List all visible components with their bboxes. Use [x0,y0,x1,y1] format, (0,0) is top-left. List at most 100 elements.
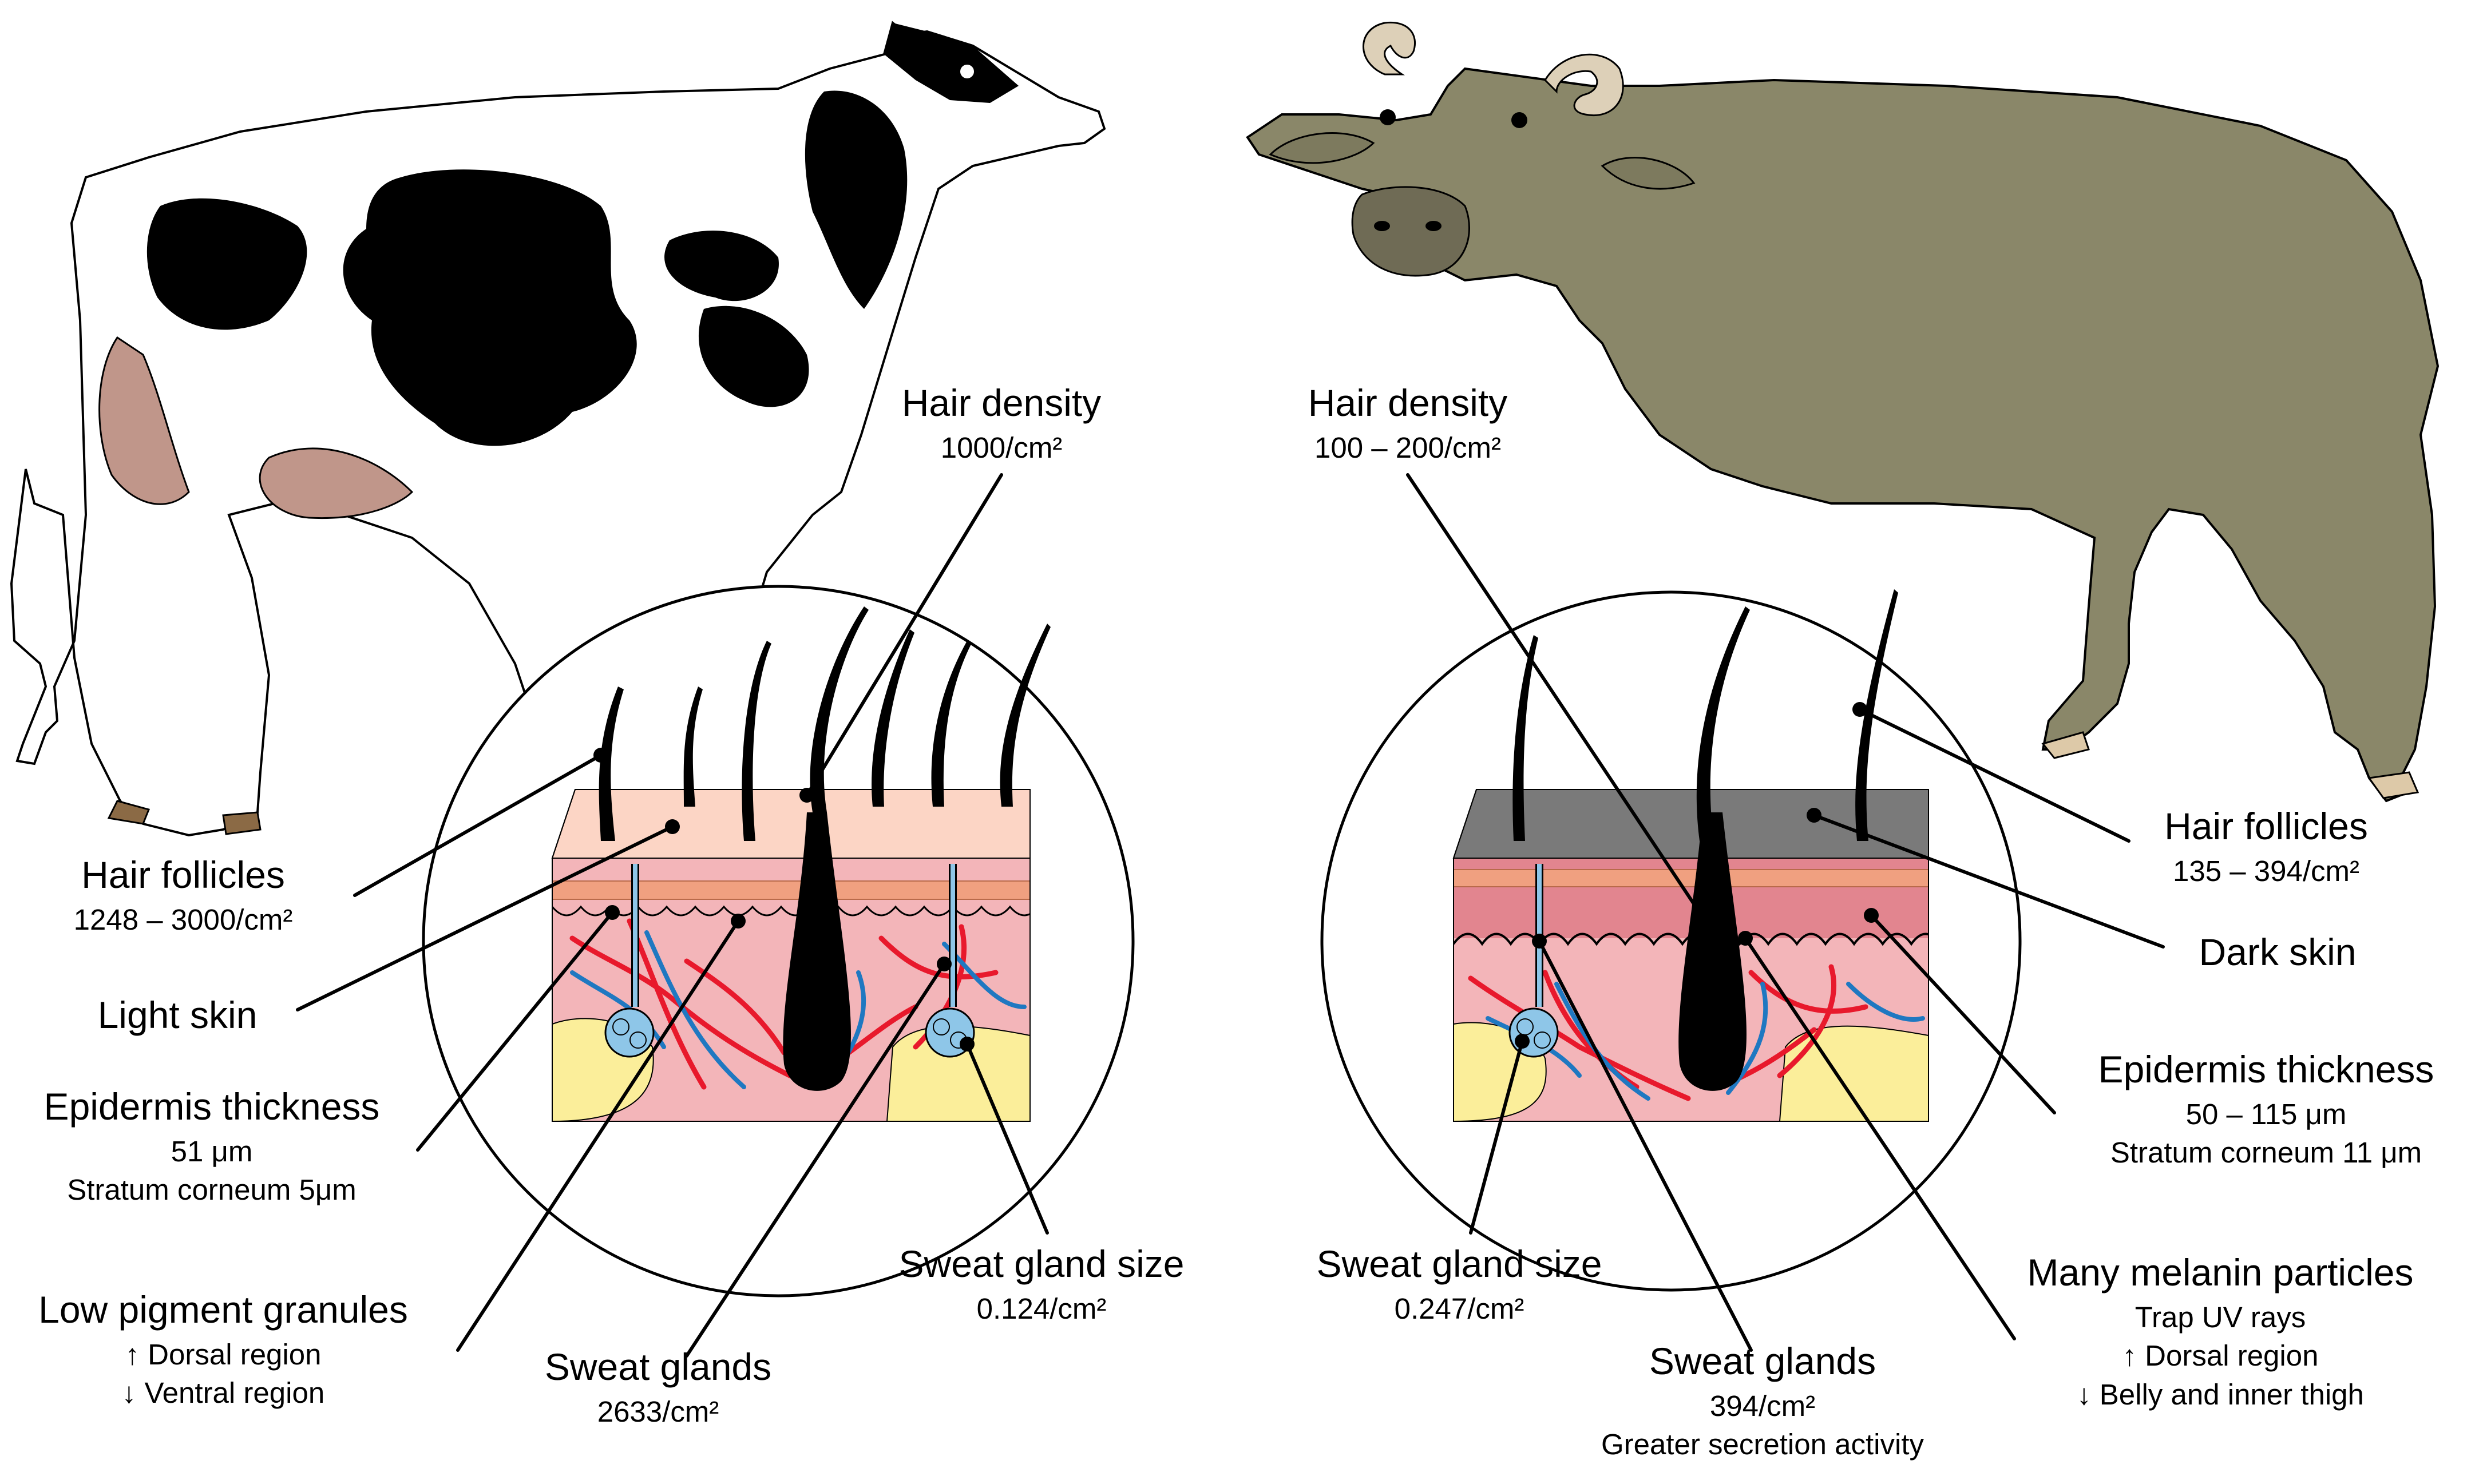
cow-spot-3 [664,231,779,301]
label-buffalo-sweat-glands: Sweat glands 394/cm² Greater secretion a… [1539,1339,1986,1462]
buffalo-epidermis-value: 50 – 115 μm [2185,1098,2347,1131]
leader-buffalo-hair-density [1406,473,1701,914]
label-buffalo-dark-skin: Dark skin [2163,930,2392,975]
buffalo-nostril-left [1374,221,1390,231]
cow-udder [98,336,190,505]
buffalo-horn-right [1544,53,1624,116]
buffalo-hair-density-value: 100 – 200/cm² [1314,431,1502,465]
cow-light-skin-title: Light skin [97,994,258,1036]
cow-sweat-glands-title: Sweat glands [544,1346,772,1388]
leader-buffalo-sweat-glands [1538,939,1753,1352]
cow-spot-2 [343,169,637,446]
buffalo-epidermis-title: Epidermis thickness [2098,1048,2434,1090]
label-buffalo-hair-follicles: Hair follicles 135 – 394/cm² [2129,804,2403,888]
buffalo-sweat-gland-size-value: 0.247/cm² [1394,1292,1524,1326]
label-buffalo-hair-density: Hair density 100 – 200/cm² [1276,380,1539,465]
cow-epidermis-band [552,880,1030,900]
buffalo-sweat-glands-value: 394/cm² [1709,1390,1816,1423]
leader-cow-epidermis [416,911,614,1152]
buffalo-muzzle [1351,186,1470,277]
leader-dots [593,702,1879,1052]
cow-hair-density-value: 1000/cm² [940,431,1063,465]
cow-hair-follicles-title: Hair follicles [81,854,285,896]
cow-spot-5 [805,90,908,309]
cow-eye [960,65,974,78]
cow-hair-density-title: Hair density [901,382,1102,424]
buffalo-hoof-left [2041,731,2090,759]
label-cow-pigment: Low pigment granules ↑ Dorsal region ↓ V… [0,1287,446,1411]
buffalo-ear-left [1269,132,1375,164]
leader-cow-hair-follicles [353,753,603,897]
label-buffalo-epidermis: Epidermis thickness 50 – 115 μm Stratum … [2060,1047,2472,1170]
buffalo-sweat-glands-note: Greater secretion activity [1601,1428,1924,1461]
label-cow-epidermis: Epidermis thickness 51 μm Stratum corneu… [11,1084,412,1208]
cow-vein-network [570,930,1027,1089]
leader-cow-sweat-gland-size [965,1042,1049,1235]
leader-cow-sweat-glands [685,962,946,1358]
leader-buffalo-dark-skin [1812,814,2165,949]
buffalo-skin-block-outline [1453,789,1929,1122]
buffalo-hoof-right [2367,771,2419,799]
buffalo-sweat-gland-size-title: Sweat gland size [1316,1243,1602,1285]
cow-skin-magnifier [422,585,1135,1297]
buffalo-melanin-uv: Trap UV rays [2135,1301,2306,1334]
cow-hoof-right [222,811,262,835]
cow-epidermis-title: Epidermis thickness [43,1085,380,1128]
cow-epidermis-note: Stratum corneum 5μm [67,1173,357,1207]
label-cow-sweat-gland-size: Sweat gland size 0.124/cm² [864,1241,1219,1326]
cow-sweat-gland-size-title: Sweat gland size [898,1243,1185,1285]
buffalo-sweat-glands-title: Sweat glands [1649,1340,1876,1382]
buffalo-dark-skin-title: Dark skin [2199,931,2357,973]
label-cow-hair-follicles: Hair follicles 1248 – 3000/cm² [46,852,320,937]
cow-pigment-dorsal: ↑ Dorsal region [125,1338,322,1371]
buffalo-epidermis-note: Stratum corneum 11 μm [2110,1136,2422,1169]
leader-buffalo-epidermis [1870,914,2056,1114]
cow-sweat-glands-value: 2633/cm² [597,1395,719,1429]
buffalo-hair-density-title: Hair density [1308,382,1508,424]
cow-spot-1 [146,198,307,330]
buffalo-nostril-right [1425,221,1442,231]
cow-sweat-gland-size-value: 0.124/cm² [976,1292,1107,1326]
buffalo-epidermis-band [1454,869,1928,887]
label-buffalo-melanin: Many melanin particles Trap UV rays ↑ Do… [1991,1250,2449,1412]
cow-hair-shafts [599,606,1051,841]
leader-lines [296,473,2165,1358]
label-cow-hair-density: Hair density 1000/cm² [887,380,1116,465]
cow-hair-bulb [783,812,851,1091]
cow-spot-4 [698,305,809,407]
cow-sweat-gland-coil-1 [604,1007,655,1058]
buffalo-hair-shafts [1512,589,1898,841]
buffalo-melanin-belly: ↓ Belly and inner thigh [2077,1378,2364,1411]
label-buffalo-sweat-gland-size: Sweat gland size 0.247/cm² [1276,1241,1642,1326]
buffalo-horn-left [1363,21,1416,76]
cow-udder-front [259,447,414,519]
cow-artery-network [569,918,999,1090]
buffalo-skin-magnifier [1320,589,2022,1292]
leader-cow-pigment [456,919,740,1352]
buffalo-artery-network [1468,964,1868,1101]
cow-head-patch [884,23,1019,103]
label-cow-sweat-glands: Sweat glands 2633/cm² [515,1344,801,1429]
cow-pigment-ventral: ↓ Ventral region [121,1376,325,1410]
leader-cow-hair-density [805,473,1003,797]
leader-buffalo-sweat-gland-size [1469,1039,1524,1235]
buffalo-illustration [1246,21,2440,803]
buffalo-hair-bulb [1678,812,1747,1091]
buffalo-hair-follicles-value: 135 – 394/cm² [2172,855,2360,888]
buffalo-eye-left [1380,109,1396,125]
cow-skin-top-surface [551,789,1031,859]
cow-pigment-title: Low pigment granules [38,1288,408,1331]
leader-buffalo-melanin [1744,937,2016,1340]
buffalo-melanin-title: Many melanin particles [2027,1251,2414,1293]
label-cow-light-skin: Light skin [63,993,292,1038]
buffalo-melanin-dorsal: ↑ Dorsal region [2122,1339,2319,1372]
cow-hoof-left [107,800,151,825]
leader-cow-light-skin [296,825,674,1011]
buffalo-ear-right [1601,157,1696,190]
cow-illustration [10,21,1106,837]
buffalo-eye-right [1511,112,1527,128]
leader-buffalo-hair-follicles [1858,708,2130,843]
buffalo-hair-follicles-title: Hair follicles [2164,805,2368,847]
